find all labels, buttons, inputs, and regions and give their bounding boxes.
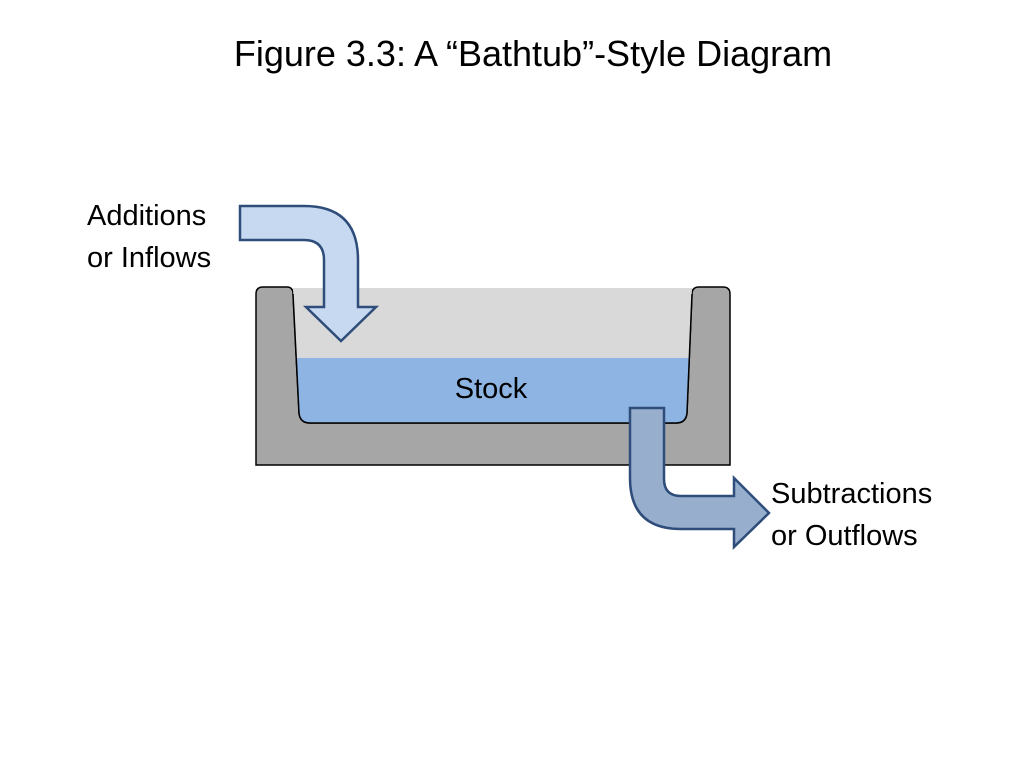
outflow-label: Subtractions or Outflows (771, 473, 932, 557)
tub-inner-outline (292, 293, 693, 424)
inflow-label-line1: Additions (87, 200, 207, 232)
stock-label: Stock (455, 373, 528, 405)
outflow-label-line2: or Outflows (771, 520, 918, 552)
outflow-arrow (628, 406, 771, 550)
inflow-label-line2: or Inflows (87, 242, 212, 274)
inflow-arrow (238, 204, 380, 343)
figure-title: Figure 3.3: A “Bathtub”-Style Diagram (233, 33, 833, 74)
inflow-label: Additions or Inflows (87, 195, 211, 279)
stock-water (296, 358, 689, 423)
tub-basin-empty (293, 288, 692, 358)
outflow-label-line1: Subtractions (771, 478, 933, 510)
